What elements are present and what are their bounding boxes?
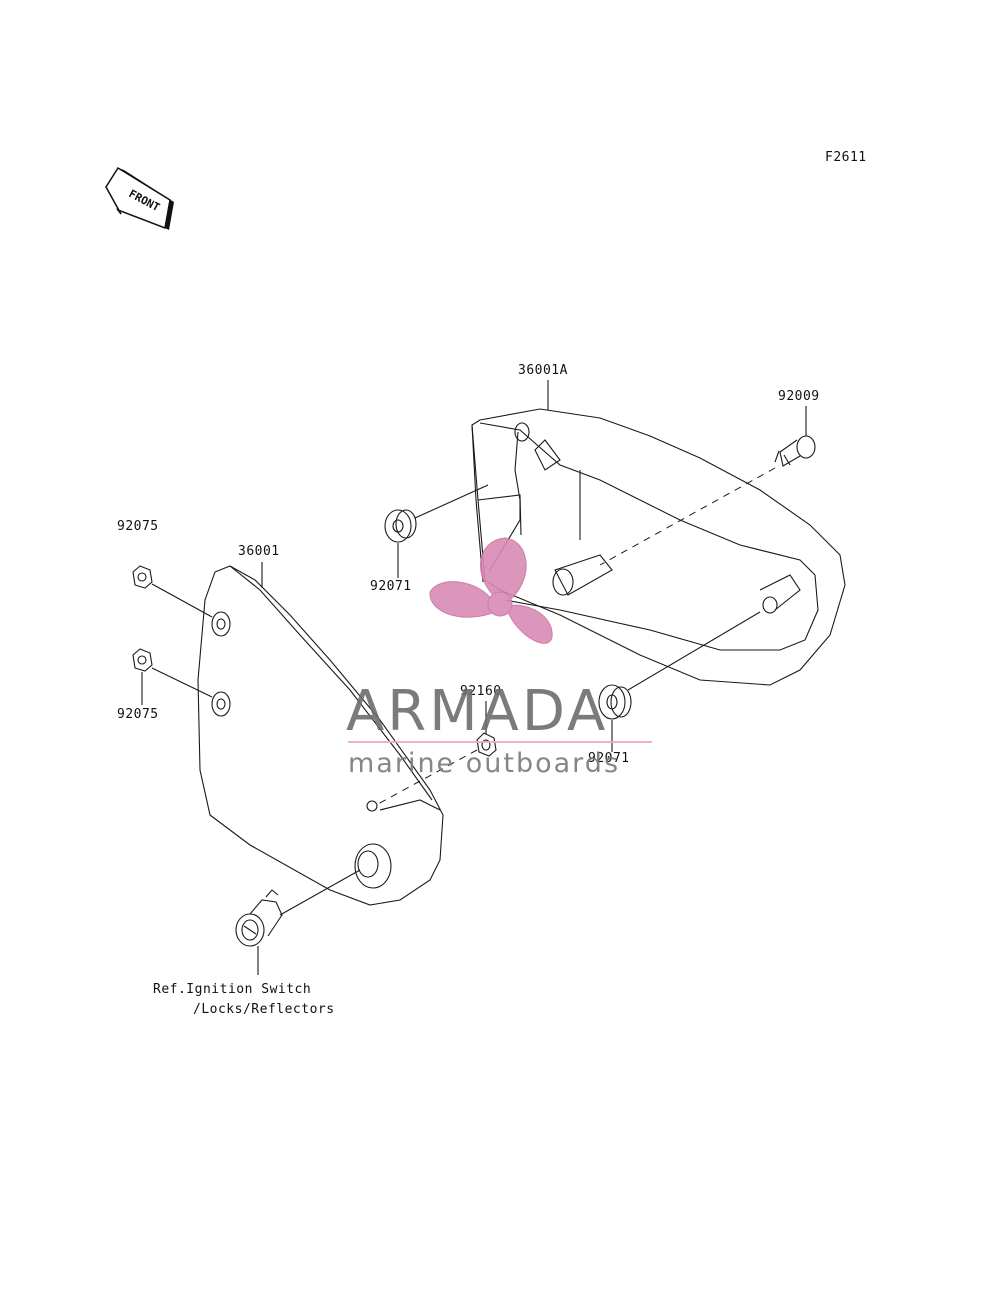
figure-code: F2611 [825,150,867,165]
reference-line-1: Ref.Ignition Switch [153,982,311,997]
label-36001: 36001 [238,544,280,559]
label-36001A: 36001A [518,363,568,378]
watermark-subtitle: marine outboards [348,748,620,779]
bolt-part [774,435,816,467]
propeller-logo-icon [429,537,553,644]
watermark-title: ARMADA [346,679,608,744]
nut-lower-part [132,648,153,672]
label-92075-lower: 92075 [117,707,159,722]
left-side-cover [197,565,444,906]
label-92009: 92009 [778,389,820,404]
reference-line-2: /Locks/Reflectors [193,1002,335,1017]
ignition-lock-part [235,889,283,947]
grommet-lower-part [598,684,632,720]
label-92071-lower: 92071 [588,751,630,766]
right-side-cover [471,408,846,686]
front-arrow-icon: FRONT [105,166,174,230]
nut-upper-part [132,565,153,589]
damper-part [476,732,497,757]
label-92071-upper: 92071 [370,579,412,594]
armada-watermark-logo: ARMADA marine outboards [346,537,652,779]
label-92075-upper: 92075 [117,519,159,534]
label-92160: 92160 [460,684,502,699]
grommet-upper-part [384,509,417,543]
